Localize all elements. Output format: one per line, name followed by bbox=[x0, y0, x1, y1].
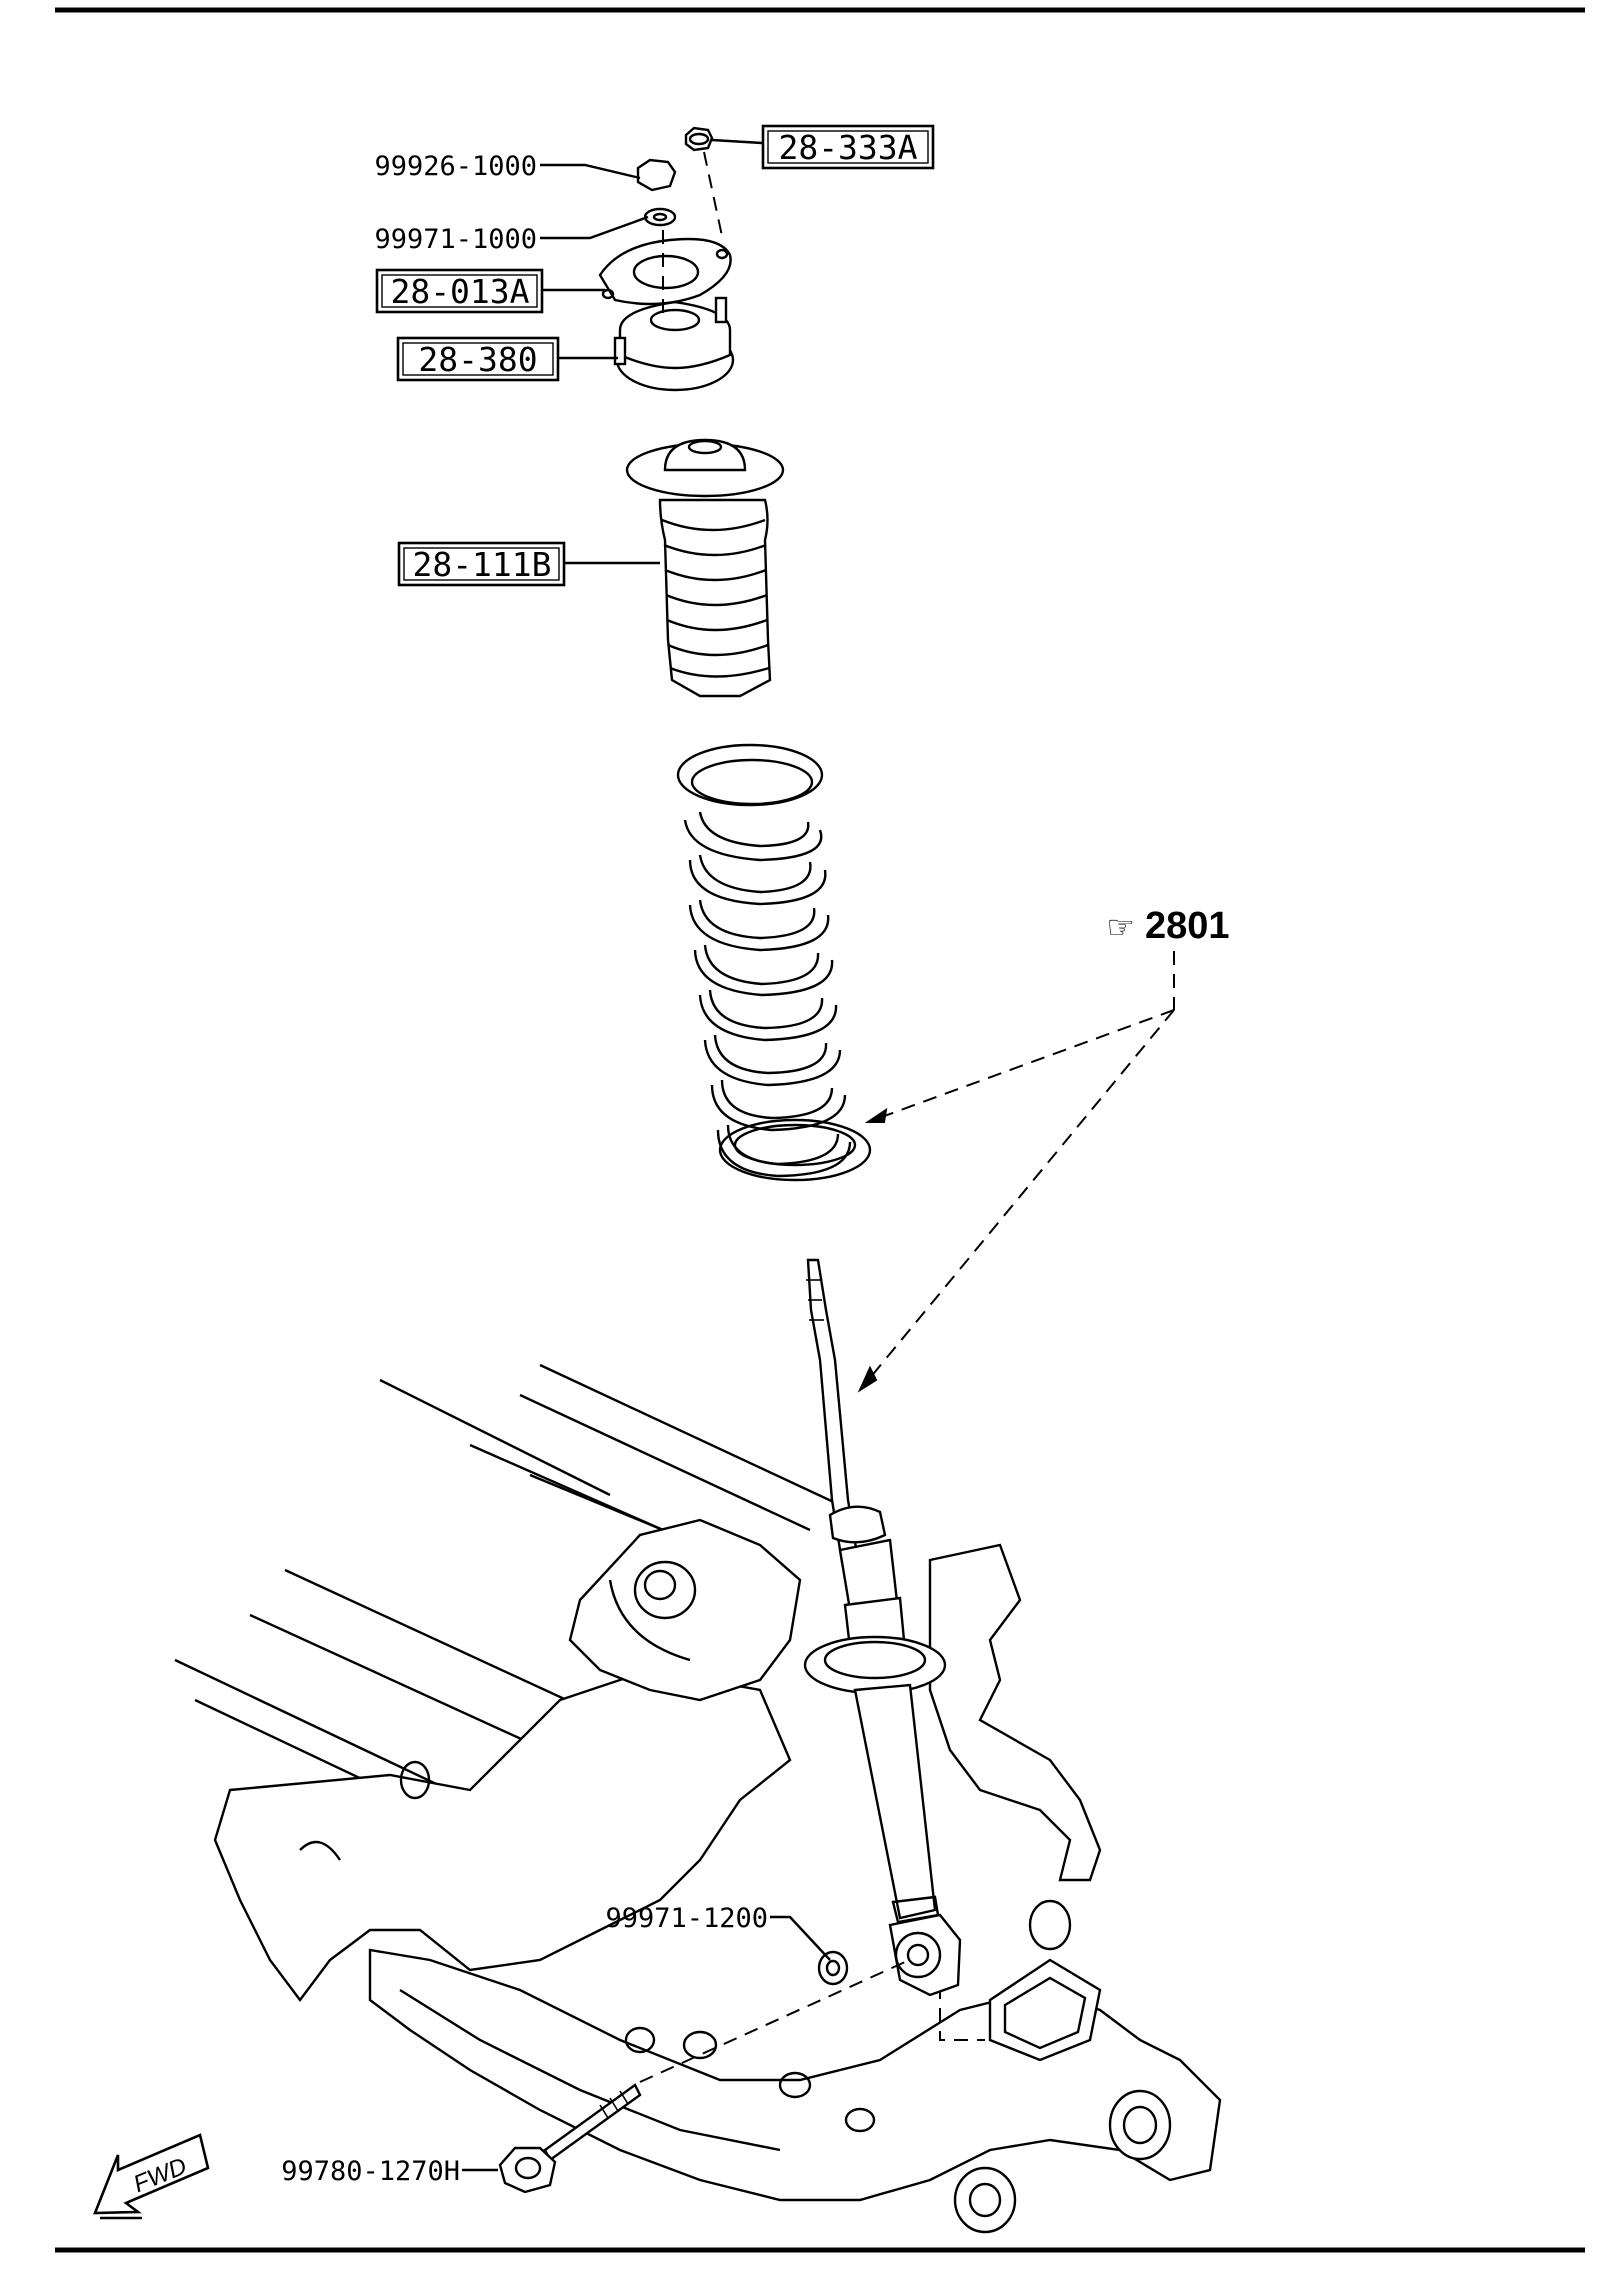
boxed-label-28-111b: 28-111B bbox=[412, 545, 551, 584]
reference-number-2801[interactable]: 2801 bbox=[1145, 905, 1230, 947]
leader-lines bbox=[462, 138, 1175, 2172]
fwd-arrow-icon: FWD bbox=[93, 2133, 210, 2220]
bump-stop-boot-drawing bbox=[625, 438, 785, 698]
boxed-label-28-333a: 28-333A bbox=[778, 128, 917, 167]
shock-absorber-drawing bbox=[803, 1258, 962, 1997]
boxed-label-frames bbox=[375, 124, 935, 587]
upper-mount-drawing bbox=[598, 126, 735, 392]
part-label-99971-1200: 99971-1200 bbox=[605, 1903, 768, 1934]
boxed-label-28-013a: 28-013A bbox=[390, 272, 529, 311]
part-label-99780-1270h: 99780-1270H bbox=[281, 2156, 460, 2187]
part-label-99971-1000: 99971-1000 bbox=[374, 224, 537, 255]
coil-spring-drawing bbox=[676, 743, 872, 1182]
part-label-99926-1000: 99926-1000 bbox=[374, 151, 537, 182]
lower-bolt-drawing bbox=[498, 1950, 906, 2194]
subframe-drawing bbox=[174, 1363, 1222, 2234]
reference-pointer-icon: ☞ bbox=[1106, 909, 1135, 945]
boxed-label-28-380: 28-380 bbox=[418, 340, 537, 379]
